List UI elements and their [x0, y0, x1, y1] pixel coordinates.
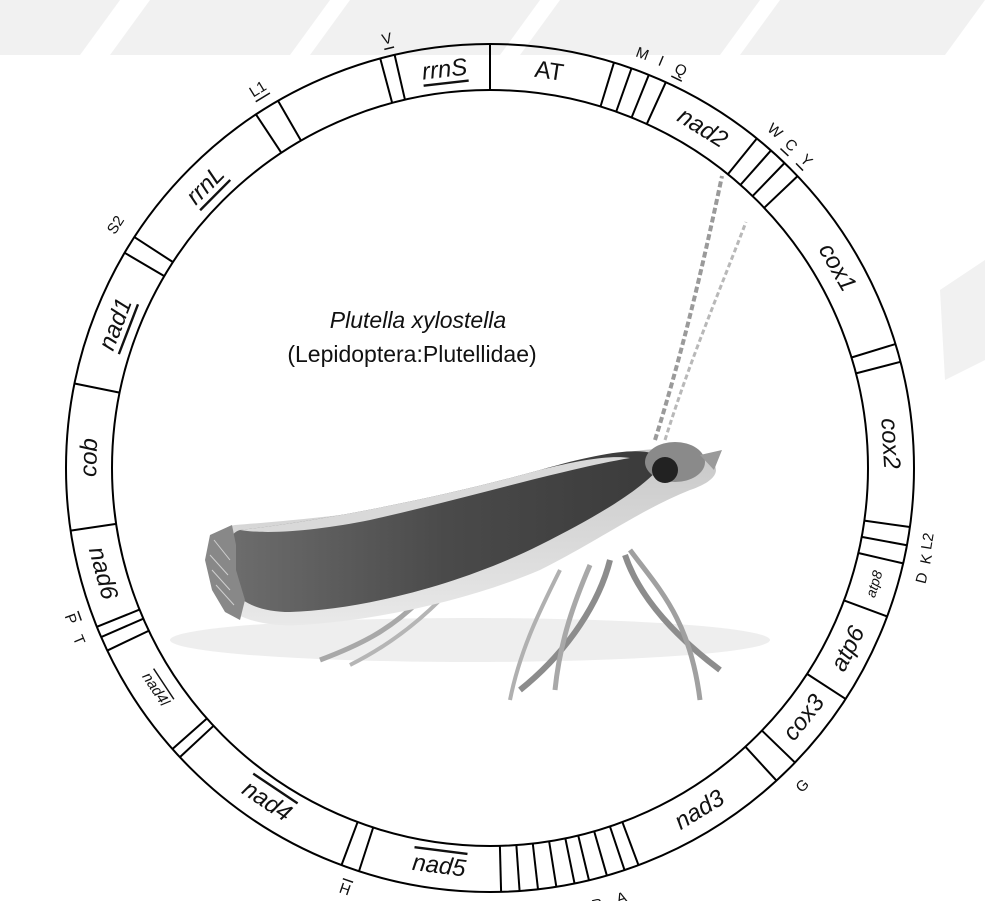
segment-boundary — [533, 844, 538, 890]
segment-boundary — [844, 600, 887, 616]
segment-boundary — [745, 747, 776, 781]
gene-at-label: AT — [533, 56, 566, 87]
gene-nad3-label: nad3 — [670, 784, 730, 835]
segment-boundary — [858, 553, 903, 563]
segment-boundary — [610, 826, 625, 870]
ring-outer — [66, 44, 914, 892]
gene-cox3-label: cox3 — [777, 689, 830, 746]
segment-boundary — [380, 58, 392, 102]
species-name: Plutella xylostella — [330, 307, 506, 333]
segment-boundary — [342, 822, 358, 865]
trna-s2-label: S2 — [104, 213, 128, 238]
gene-rrns-label: rrnS — [421, 54, 469, 86]
gene-nad4-label: nad4 — [237, 775, 296, 827]
segment-boundary — [565, 838, 574, 883]
segment-boundary — [594, 831, 607, 875]
segment-boundary — [578, 836, 589, 881]
segment-boundary — [851, 344, 895, 357]
segment-boundary — [125, 253, 165, 276]
segment-boundary — [728, 138, 757, 174]
gene-nad5-label: nad5 — [411, 849, 468, 883]
segment-boundary — [862, 537, 907, 545]
segment-boundary — [75, 383, 120, 392]
segment-boundary — [856, 362, 901, 374]
gene-cox2-label: cox2 — [875, 417, 905, 469]
gene-nad2-label: nad2 — [673, 102, 733, 153]
trna-l1-label: L1 — [246, 78, 269, 101]
segment-boundary — [764, 176, 797, 208]
trna-l2-label: L2 — [918, 532, 938, 551]
segment-boundary — [180, 726, 214, 757]
segment-boundary — [71, 524, 116, 531]
trna-d-label: D — [913, 571, 932, 586]
gene-nad6-label: nad6 — [83, 544, 123, 603]
trna-h-label: H — [337, 880, 353, 900]
segment-boundary — [278, 101, 301, 141]
segment-boundary — [740, 150, 770, 184]
trna-q-label: Q — [672, 60, 690, 80]
segment-boundary — [622, 822, 638, 865]
species-family: (Lepidoptera:Plutellidae) — [287, 341, 536, 367]
trna-g-label: G — [792, 776, 812, 796]
segment-boundary — [601, 63, 614, 107]
trna-w-label: W — [764, 120, 786, 143]
gene-nad4l-label: nad4l — [138, 669, 173, 710]
moth-photo — [170, 176, 770, 700]
segment-boundary — [256, 114, 281, 152]
trna-y-label: Y — [797, 151, 816, 170]
segment-boundary — [359, 827, 373, 871]
segment-boundary — [395, 55, 405, 100]
segment-boundary — [134, 237, 173, 262]
segment-boundary — [172, 718, 206, 748]
segment-boundary — [500, 846, 501, 892]
gene-ring — [66, 44, 914, 892]
gene-rrnl-label: rrnL — [181, 161, 230, 210]
trna-i-label: I — [656, 53, 666, 70]
segment-boundary — [864, 521, 910, 527]
segment-boundary — [616, 68, 631, 111]
segment-boundary — [647, 82, 666, 124]
trna-t-label: T — [69, 633, 88, 648]
trna-p-label: P — [61, 611, 80, 626]
gene-atp8-label: atp8 — [862, 568, 885, 599]
segment-boundary — [107, 631, 149, 651]
segment-boundary — [516, 845, 519, 891]
segment-boundary — [632, 75, 649, 118]
segment-boundary — [753, 163, 785, 196]
ring-inner — [112, 90, 868, 846]
segment-boundary — [549, 841, 556, 886]
trna-r-label: R — [590, 895, 605, 901]
trna-k-label: K — [917, 553, 936, 566]
trna-c-label: C — [781, 136, 801, 156]
trna-a-label: A — [614, 889, 629, 901]
gene-cox1-label: cox1 — [813, 239, 862, 296]
gene-cob-label: cob — [75, 438, 103, 477]
